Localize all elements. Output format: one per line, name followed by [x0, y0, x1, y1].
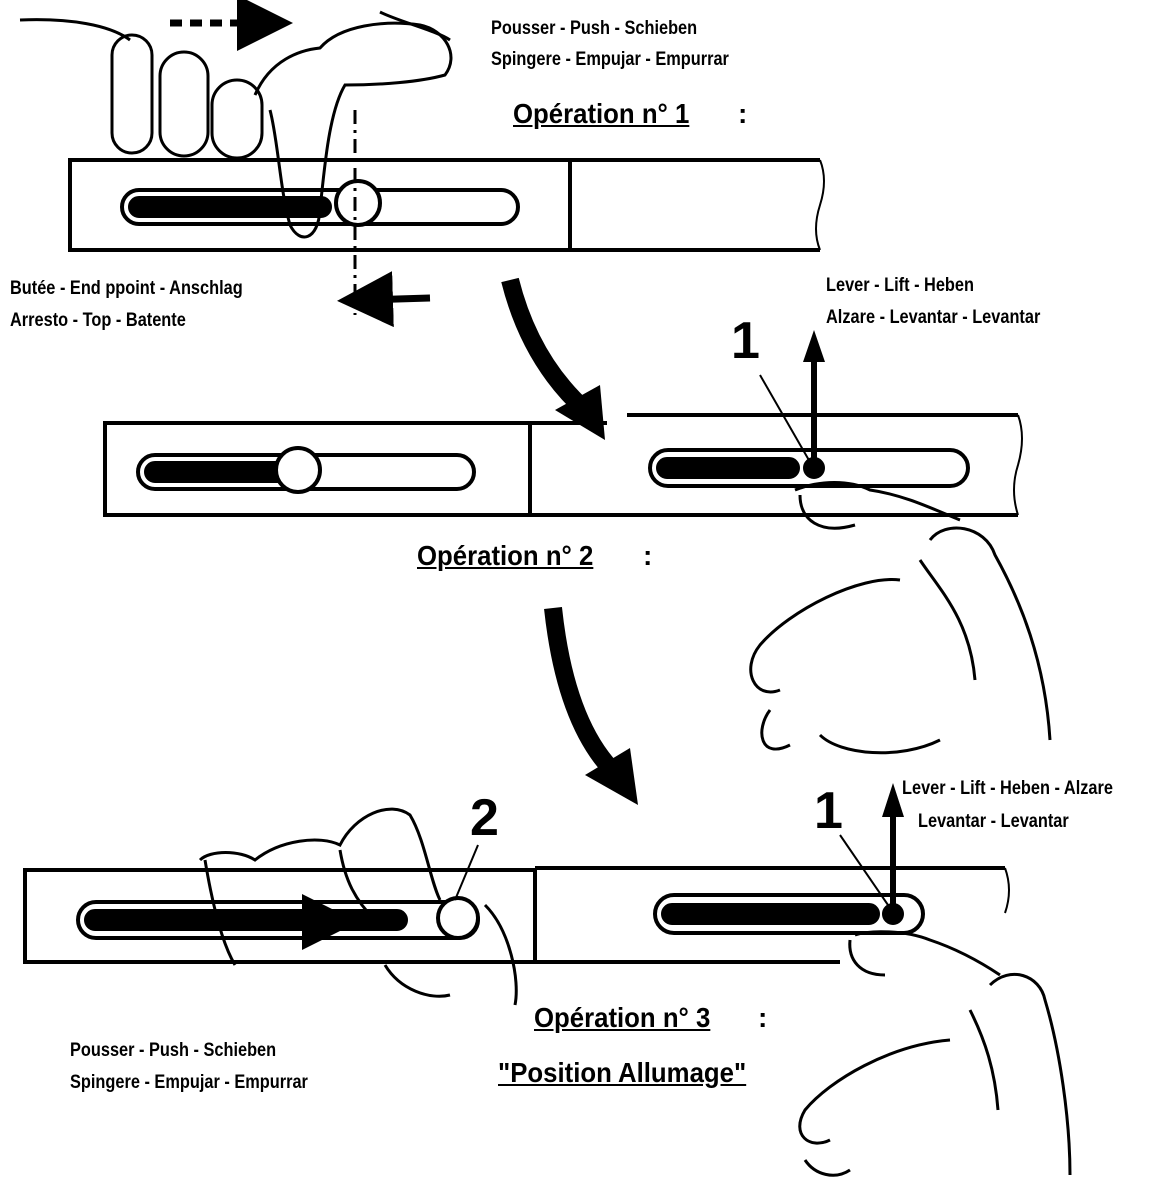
marker-1-op3: 1 [814, 782, 843, 840]
op1-rail [68, 158, 825, 252]
operation-1-title: Opération n° 1 [513, 98, 690, 129]
stop-label-2: Arresto - Top - Batente [10, 310, 186, 331]
push-label-bottom-2: Spingere - Empujar - Empurrar [70, 1072, 308, 1093]
op3-rail [23, 866, 1010, 964]
operation-1-colon: : [738, 98, 748, 129]
stop-label-1: Butée - End ppoint - Anschlag [10, 278, 243, 299]
op1-hand [19, 10, 453, 239]
ignition-position-title: "Position Allumage" [498, 1057, 747, 1088]
curved-arrow-1-head [555, 385, 605, 440]
lift-label-mid-1: Lever - Lift - Heben [826, 275, 974, 296]
op3-right-hand [798, 930, 1072, 1177]
operation-3-title: Opération n° 3 [534, 1002, 711, 1033]
push-label-bottom-1: Pousser - Push - Schieben [70, 1040, 277, 1061]
lift-label-low-1: Lever - Lift - Heben - Alzare [902, 778, 1113, 799]
lift-label-mid-2: Alzare - Levantar - Levantar [826, 307, 1041, 328]
operation-2-colon: : [643, 540, 653, 571]
marker-2-op3: 2 [470, 789, 499, 847]
push-label-top-2: Spingere - Empujar - Empurrar [491, 49, 729, 70]
op3-lift-arrow [454, 783, 904, 906]
op2-hand [749, 481, 1052, 755]
lift-label-low-2: Levantar - Levantar [918, 811, 1069, 832]
marker-1-op2: 1 [731, 312, 760, 370]
op2-lift-arrow [759, 330, 825, 463]
op2-rail [103, 413, 1023, 517]
curved-arrow-1 [501, 277, 592, 417]
op1-stop-indicator [337, 110, 431, 328]
operation-3-colon: : [758, 1002, 768, 1033]
operation-2-title: Opération n° 2 [417, 540, 594, 571]
push-label-top-1: Pousser - Push - Schieben [491, 18, 698, 39]
op3-left-hand [198, 807, 518, 1006]
curved-arrow-2 [544, 607, 619, 777]
curved-arrow-2-head [585, 748, 638, 805]
